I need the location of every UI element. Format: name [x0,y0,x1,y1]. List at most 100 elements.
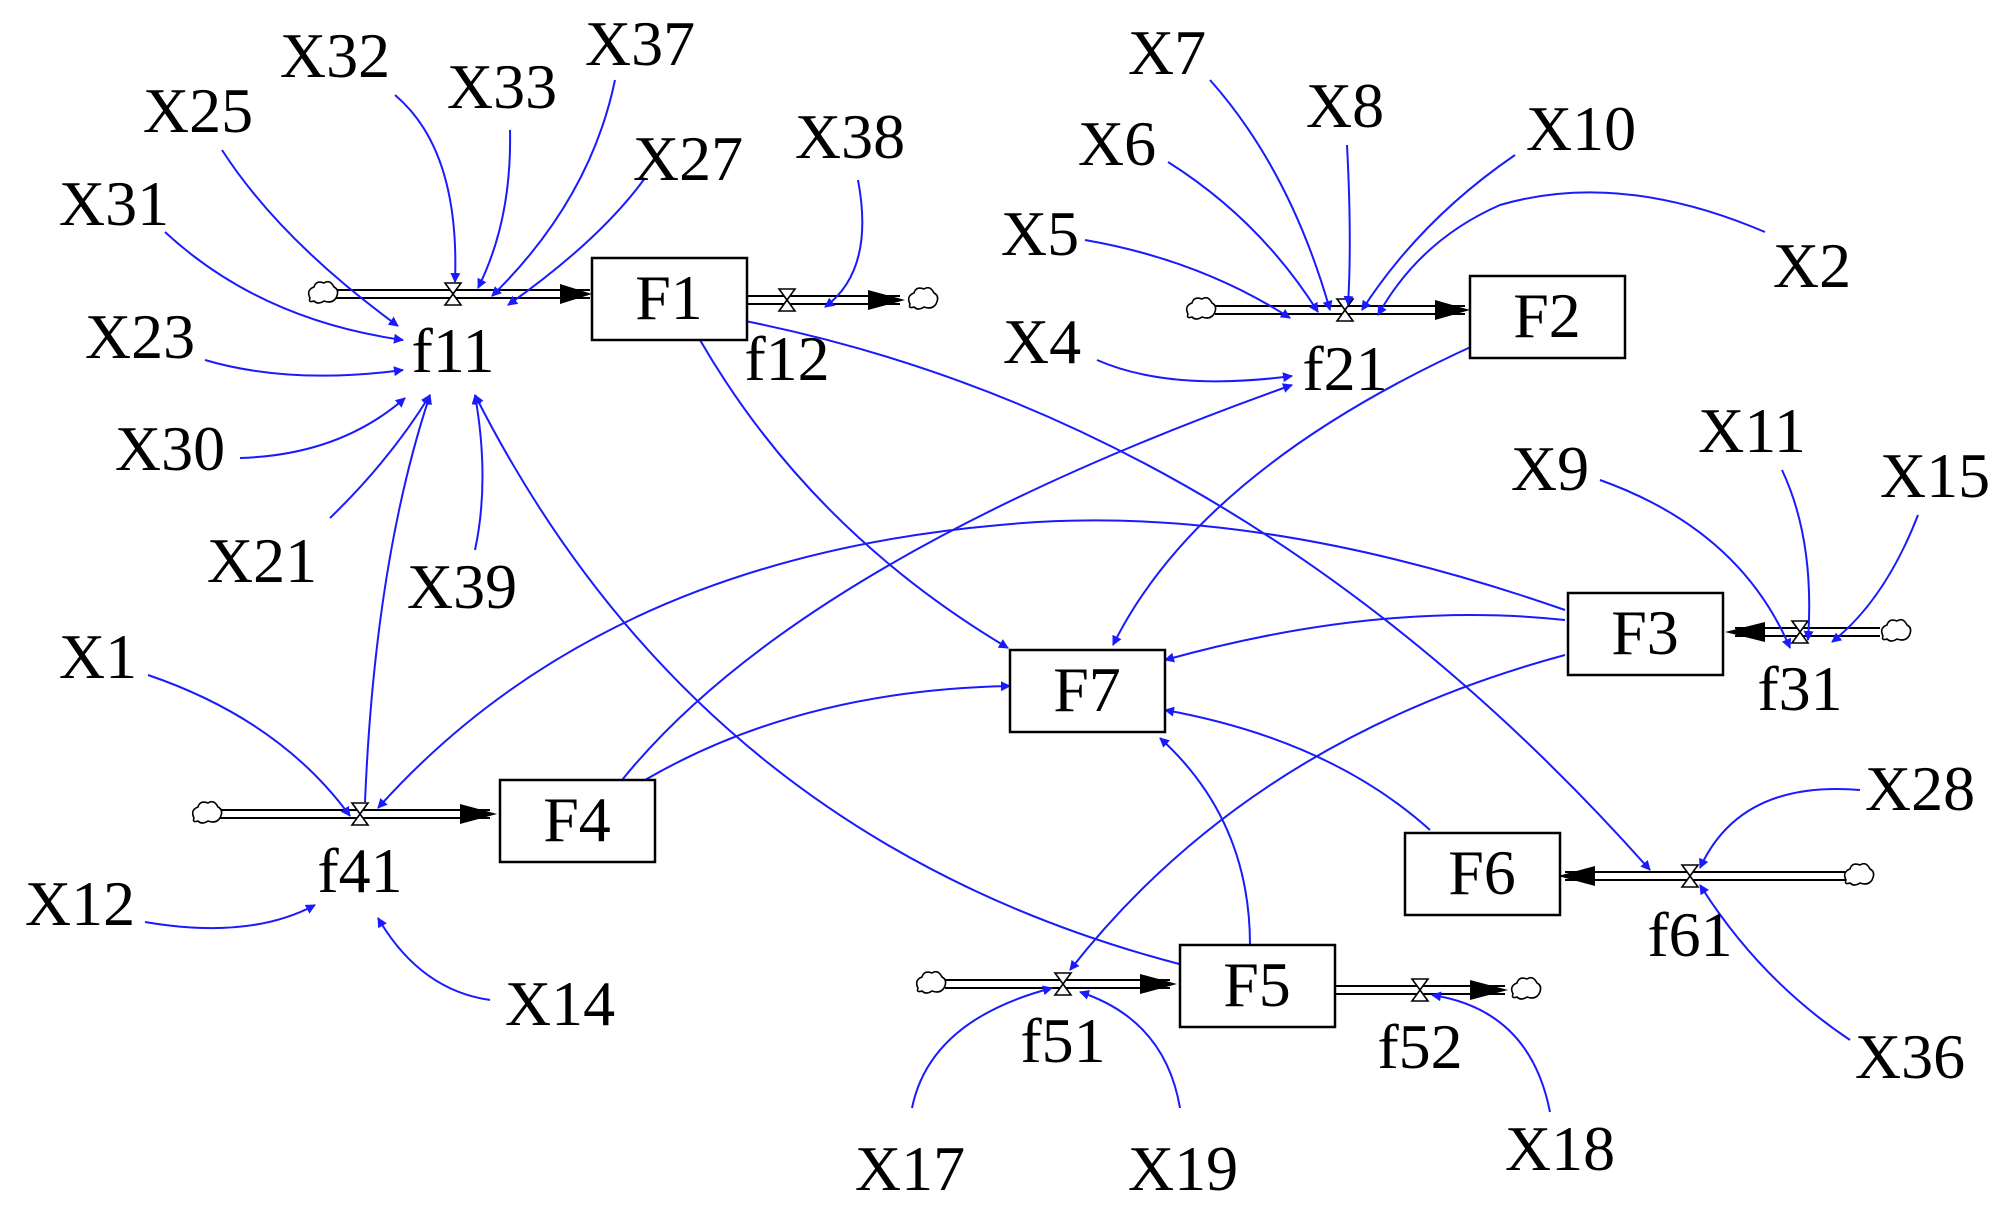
flow-label-f11: f11 [412,315,495,386]
influence-links [144,79,1919,1113]
pipe-f11-arrowhead [560,284,592,304]
var-x15: X15 [1880,440,1990,511]
stock-f1-box [590,256,749,342]
link-f5-f11 [474,394,1184,966]
link-x21-f11 [329,394,431,519]
var-x37: X37 [585,8,695,79]
var-x39: X39 [407,551,517,622]
valve-icon [350,802,370,826]
valve-icon [1410,978,1430,1002]
stock-f7: F7 [1008,648,1167,734]
link-x23-f11 [204,359,404,377]
pipe-f51-arrowhead [1140,974,1177,994]
var-x21: X21 [207,525,317,596]
stock-f3: F3 [1566,591,1725,677]
link-x5-f21 [1084,239,1291,319]
stock-f1-label: F1 [635,262,703,333]
link-f5-f7 [1159,737,1251,946]
var-x9: X9 [1511,433,1589,504]
valve-icon [1053,972,1073,996]
flow-label-f41: f41 [317,835,402,906]
var-x23: X23 [85,301,195,372]
link-f2-f7 [1112,344,1476,646]
stock-f6: F6 [1403,831,1562,917]
flow-label-f52: f52 [1377,1011,1462,1082]
var-x2: X2 [1773,230,1851,301]
link-f1-f7 [699,339,1009,649]
flow-label-f31: f31 [1757,653,1842,724]
cloud-icon [907,286,939,310]
var-x32: X32 [280,20,390,91]
stock-f4: F4 [498,778,657,864]
link-x9-f31 [1599,479,1792,649]
var-x17: X17 [855,1133,965,1204]
link-f4-f21 [621,383,1293,781]
var-x36: X36 [1855,1021,1965,1092]
valve-icon [1335,298,1355,322]
stock-f5-label: F5 [1223,949,1291,1020]
link-x31-f11 [164,231,404,344]
stock-f4-box [498,778,657,864]
flow-label-f51: f51 [1020,1005,1105,1076]
link-x1-f41 [147,674,351,817]
link-x28-f61 [1699,788,1861,869]
var-x28: X28 [1865,753,1975,824]
var-x12: X12 [25,868,135,939]
link-x38-f12 [824,179,864,308]
link-x12-f41 [144,904,316,930]
var-x8: X8 [1306,70,1384,141]
var-x10: X10 [1526,93,1636,164]
cloud-icon [307,280,339,304]
link-x19-f51 [1079,990,1181,1109]
link-x37-f11 [491,79,616,297]
link-x32-f11 [394,94,461,283]
stock-f7-box [1008,648,1167,734]
cloud-icon [1843,862,1875,886]
var-x19: X19 [1128,1133,1238,1204]
stock-f5: F5 [1178,943,1337,1029]
stock-f6-box [1403,831,1562,917]
link-x6-f21 [1167,161,1319,313]
valve-icon [1790,620,1810,644]
var-x33: X33 [447,51,557,122]
link-x30-f11 [239,397,406,459]
link-x17-f51 [911,985,1053,1109]
clouds [191,280,1912,1000]
stock-f2-box [1468,274,1627,360]
var-x7: X7 [1128,17,1206,88]
link-x18-f52 [1431,991,1551,1113]
link-x33-f11 [477,129,512,289]
link-x25-f11 [221,149,399,327]
var-x5: X5 [1001,198,1079,269]
link-f3-f51 [1069,654,1566,971]
stock-f3-label: F3 [1611,597,1679,668]
link-x36-f61 [1699,884,1851,1041]
link-f4-f7 [644,681,1011,781]
var-x38: X38 [795,101,905,172]
link-x10-f21 [1361,154,1516,311]
valve-icon [777,288,797,312]
var-x6: X6 [1078,108,1156,179]
var-x25: X25 [143,75,253,146]
stock-f6-label: F6 [1448,837,1516,908]
cloud-icon [1880,618,1912,642]
stock-f5-box [1178,943,1337,1029]
link-x39-f11 [471,394,484,551]
link-x8-f21 [1343,144,1354,306]
pipe-f52-arrowhead [1470,980,1508,1000]
pipe-f61-arrowhead [1558,866,1595,886]
stock-f4-label: F4 [543,784,611,855]
cloud-icon [191,800,223,824]
flow-labels: f11 f12 f21 f31 f41 f51 f52 f61 [317,315,1842,1082]
flow-label-f12: f12 [744,323,829,394]
valve-icon [443,282,463,306]
valve-icon [1680,864,1700,888]
link-x11-f31 [1781,469,1814,641]
pipe-f41-arrowhead [460,804,497,824]
var-x4: X4 [1003,306,1081,377]
flow-label-f61: f61 [1647,899,1732,970]
var-x27: X27 [633,123,743,194]
link-f1-f61 [739,319,1651,871]
var-x30: X30 [115,413,225,484]
